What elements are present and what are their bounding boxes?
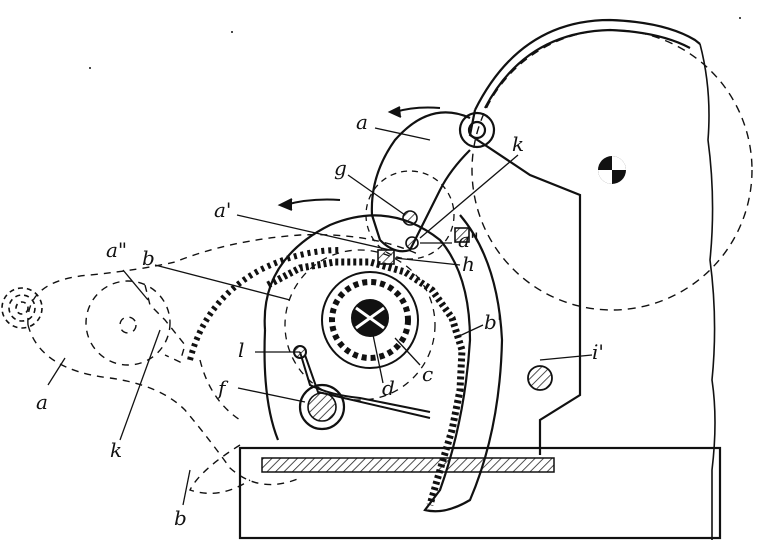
label-b-prime: b' — [484, 310, 503, 334]
gear-circle-dashed — [284, 249, 436, 401]
label-a-double-prime-right: a" — [458, 228, 480, 252]
print-specks — [89, 17, 741, 69]
label-c: c — [422, 362, 434, 386]
pin-g — [402, 210, 418, 226]
label-a-top: a — [356, 110, 368, 134]
swung-lever-dashed — [27, 233, 421, 495]
drum-center-icon — [598, 156, 626, 184]
label-b-lower: b — [174, 506, 187, 530]
label-f: f — [218, 376, 226, 400]
pin-h — [377, 249, 395, 265]
label-b-upper: b — [142, 246, 155, 270]
label-h: h — [462, 252, 475, 276]
label-k-lower: k — [110, 438, 123, 462]
leader-lines — [47, 127, 593, 506]
label-a-prime: a' — [214, 198, 232, 222]
shaft-f — [298, 383, 346, 431]
motion-arrow-icons — [277, 106, 441, 211]
pin-a-double-prime — [405, 236, 419, 250]
toothed-sector — [263, 214, 504, 513]
base-plate — [238, 446, 722, 540]
spur-gear-c — [321, 271, 419, 369]
pivot-circles-icon — [1, 287, 43, 329]
label-a-left: a — [36, 390, 48, 414]
label-d: d — [382, 376, 395, 400]
label-l: l — [238, 338, 245, 362]
label-k-top: k — [512, 132, 525, 156]
label-g: g — [334, 156, 347, 180]
drum-circle-dashed — [471, 29, 753, 311]
label-a-double-prime-left: a" — [106, 238, 128, 262]
pin-k-top — [454, 227, 470, 243]
label-i-prime: i' — [592, 340, 604, 364]
pin-i-prime — [527, 365, 553, 391]
